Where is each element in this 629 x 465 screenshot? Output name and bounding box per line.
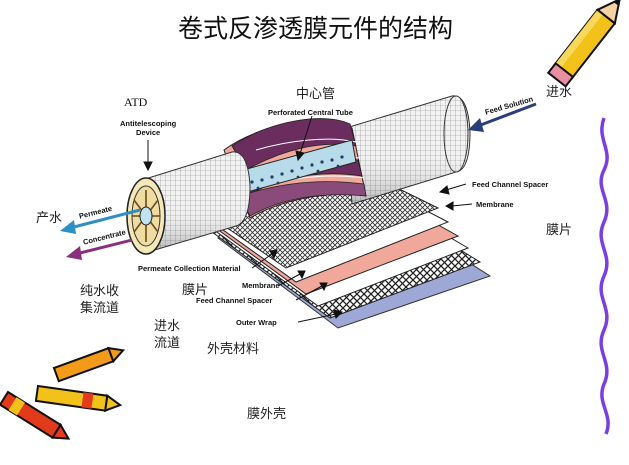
atd-end-cap bbox=[126, 177, 166, 255]
crayon-icon bbox=[0, 346, 126, 440]
feed-channel-line-2: 流道 bbox=[154, 336, 181, 351]
concentrate-arrow bbox=[66, 238, 133, 260]
leader-lines bbox=[143, 115, 473, 323]
membrane-sheet-zh-label: 膜片 bbox=[182, 283, 209, 298]
atd-label: ATD bbox=[124, 95, 148, 109]
page-title: 卷式反渗透膜元件的结构 bbox=[178, 14, 454, 43]
feed-channel-spacer-top-label: Feed Channel Spacer bbox=[472, 180, 549, 189]
permeate-channel-zh-label: 纯水收 集流道 bbox=[80, 283, 119, 317]
feed-channel-spacer-bottom-label: Feed Channel Spacer bbox=[196, 296, 273, 305]
membrane-shell-zh-label: 膜外壳 bbox=[247, 407, 287, 422]
perforated-central-tube-label: Perforated Central Tube bbox=[268, 108, 353, 117]
membrane-bottom-label: Membrane bbox=[242, 281, 280, 290]
border-wave bbox=[599, 117, 610, 435]
feed-in-zh-label: 进水 bbox=[546, 85, 573, 100]
antitelescoping-device-label: Antitelescoping Device bbox=[120, 119, 176, 137]
feed-channel-line-1: 进水 bbox=[154, 319, 181, 334]
device-line: Device bbox=[136, 128, 161, 137]
permeate-arrow bbox=[60, 208, 141, 234]
membrane-top-label: Membrane bbox=[476, 200, 514, 209]
antitelescoping-line: Antitelescoping bbox=[120, 119, 177, 128]
permeate-out-zh-label: 产水 bbox=[36, 211, 63, 226]
feed-channel-zh-label: 进水 流道 bbox=[154, 318, 180, 352]
outer-wrap-label: Outer Wrap bbox=[236, 318, 277, 327]
center-tube-zh-label: 中心管 bbox=[296, 87, 336, 102]
permeate-channel-line-1: 纯水收 bbox=[80, 284, 120, 299]
feed-solution-arrow bbox=[468, 102, 537, 132]
pencil-icon bbox=[546, 0, 622, 88]
cylinder-right bbox=[345, 95, 471, 205]
cylinder-left bbox=[141, 151, 251, 253]
housing-material-zh-label: 外壳材料 bbox=[207, 342, 260, 357]
permeate-collection-material-label: Permeate Collection Material bbox=[138, 264, 241, 273]
permeate-channel-line-2: 集流道 bbox=[80, 301, 120, 316]
membrane-sheet-right-zh-label: 膜片 bbox=[546, 223, 573, 238]
